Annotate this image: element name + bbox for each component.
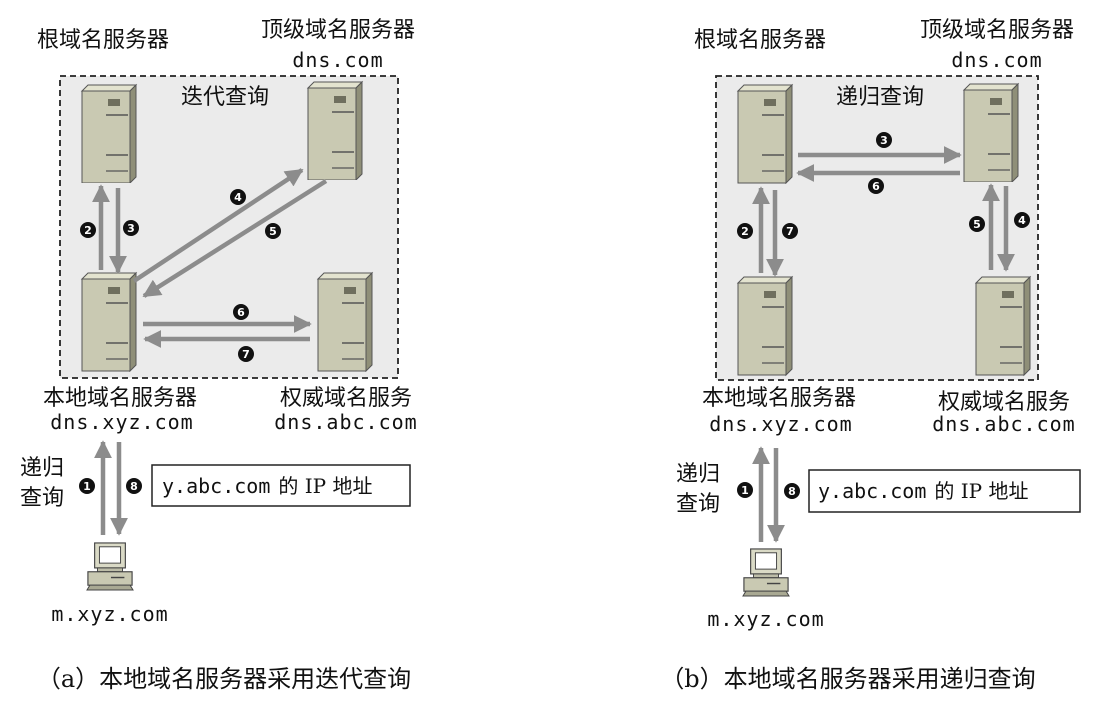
caption: （a）本地域名服务器采用迭代查询	[37, 665, 411, 693]
client-computer-icon	[86, 542, 134, 591]
result-box	[808, 469, 1081, 513]
step-badge-7: 7	[782, 223, 798, 239]
authoritative-server-host: dns.abc.com	[274, 410, 417, 434]
local-server-icon	[737, 276, 793, 376]
tld-server-label: 顶级域名服务器	[920, 18, 1074, 43]
step-badge-6: 6	[868, 178, 884, 194]
authoritative-server-icon	[975, 276, 1031, 376]
client-query-label-line2: 查询	[20, 486, 64, 511]
root-server-icon	[737, 84, 793, 184]
arrow-step-5	[142, 179, 328, 298]
authoritative-server-host: dns.abc.com	[932, 412, 1075, 436]
step-badge-2: 2	[80, 222, 96, 238]
step-badge-1: 1	[79, 478, 95, 494]
svg-text:8: 8	[788, 485, 796, 498]
svg-text:3: 3	[127, 222, 135, 235]
client-query-label-line2: 查询	[676, 492, 720, 517]
svg-text:2: 2	[84, 224, 92, 237]
local-server-label: 本地域名服务器	[702, 386, 856, 411]
tld-server-host: dns.com	[951, 48, 1042, 72]
step-badge-8: 8	[126, 478, 142, 494]
client-computer-icon	[742, 548, 790, 597]
svg-text:7: 7	[242, 348, 250, 361]
svg-text:6: 6	[237, 306, 245, 319]
mode-label: 递归查询	[836, 85, 924, 110]
client-query-label-line1: 递归	[676, 462, 720, 487]
svg-text:5: 5	[973, 218, 981, 231]
svg-text:5: 5	[269, 225, 277, 238]
tld-server-icon	[963, 83, 1019, 182]
step-badge-3: 3	[123, 220, 139, 236]
authoritative-server-icon	[317, 272, 373, 372]
arrow-step-4	[132, 168, 304, 283]
step-badge-5: 5	[265, 223, 281, 239]
step-badge-2: 2	[737, 223, 753, 239]
svg-text:3: 3	[880, 134, 888, 147]
step-badge-3: 3	[876, 132, 892, 148]
client-query-label-line1: 递归	[20, 456, 64, 481]
local-server-host: dns.xyz.com	[50, 410, 193, 434]
client-host: m.xyz.com	[51, 602, 168, 626]
authoritative-server-label: 权威域名服务	[280, 386, 412, 411]
svg-text:1: 1	[741, 484, 749, 497]
root-server-label: 根域名服务器	[37, 28, 169, 53]
tld-server-label: 顶级域名服务器	[261, 18, 415, 43]
svg-text:2: 2	[741, 225, 749, 238]
svg-text:8: 8	[130, 480, 138, 493]
local-server-icon	[81, 272, 137, 372]
step-badge-7: 7	[238, 346, 254, 362]
svg-text:6: 6	[872, 180, 880, 193]
step-badge-4: 4	[230, 189, 246, 205]
svg-text:1: 1	[83, 480, 91, 493]
result-box	[151, 464, 411, 507]
root-server-icon	[81, 84, 137, 183]
panel-a: 迭代查询 根域名服务器 顶级域名服务器 dns.com 2 3 4 5 6 7 …	[20, 18, 417, 693]
svg-text:7: 7	[786, 225, 794, 238]
tld-server-icon	[307, 81, 363, 180]
step-badge-8: 8	[784, 483, 800, 499]
local-server-host: dns.xyz.com	[709, 412, 852, 436]
mode-label: 迭代查询	[181, 85, 269, 110]
svg-text:4: 4	[234, 191, 242, 204]
step-badge-4: 4	[1014, 212, 1030, 228]
panel-b: 递归查询 根域名服务器 顶级域名服务器 dns.com 3 6 2 7 5 4 …	[660, 18, 1081, 693]
step-badge-1: 1	[737, 482, 753, 498]
step-badge-6: 6	[233, 304, 249, 320]
client-host: m.xyz.com	[707, 607, 824, 631]
svg-text:4: 4	[1018, 214, 1026, 227]
root-server-label: 根域名服务器	[694, 28, 826, 53]
local-server-label: 本地域名服务器	[43, 386, 197, 411]
tld-server-host: dns.com	[292, 48, 383, 72]
caption: （b）本地域名服务器采用递归查询	[660, 665, 1035, 693]
authoritative-server-label: 权威域名服务	[938, 390, 1070, 415]
step-badge-5: 5	[969, 216, 985, 232]
